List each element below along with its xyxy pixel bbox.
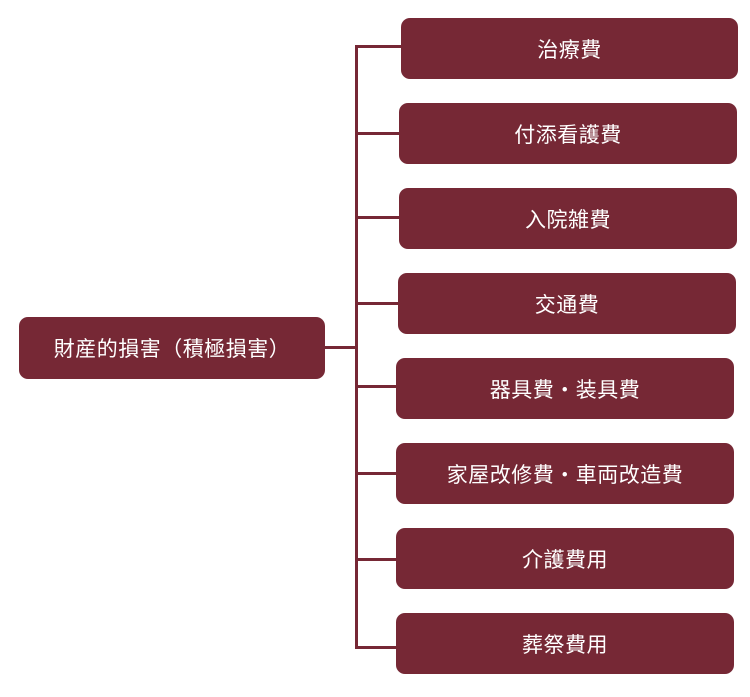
- root-connector: [325, 346, 357, 349]
- branch-node-label: 入院雑費: [525, 207, 611, 232]
- branch-node-label: 葬祭費用: [522, 632, 608, 657]
- branch-node-label: 家屋改修費・車両改造費: [446, 462, 684, 487]
- branch-connector: [355, 45, 402, 48]
- branch-node-renovation: 家屋改修費・車両改造費: [396, 443, 734, 504]
- branch-connector: [355, 216, 400, 219]
- branch-node-label: 交通費: [534, 292, 600, 317]
- branch-node-equipment: 器具費・装具費: [396, 358, 734, 419]
- branch-connector: [355, 646, 397, 649]
- branch-connector: [355, 558, 397, 561]
- branch-connector: [355, 302, 399, 305]
- branch-connector: [355, 385, 397, 388]
- root-node-label: 財産的損害（積極損害）: [53, 337, 291, 361]
- branch-node-transport: 交通費: [398, 273, 736, 334]
- branch-node-nursing: 付添看護費: [399, 103, 737, 164]
- branch-connector: [355, 472, 397, 475]
- root-node: 財産的損害（積極損害）: [19, 317, 325, 379]
- branch-node-label: 付添看護費: [514, 122, 622, 147]
- branch-node-label: 介護費用: [522, 547, 608, 572]
- branch-node-hospital-misc: 入院雑費: [399, 188, 737, 249]
- branch-node-care: 介護費用: [396, 528, 734, 589]
- branch-node-label: 治療費: [537, 37, 602, 62]
- branch-connector: [355, 132, 400, 135]
- branch-node-label: 器具費・装具費: [489, 377, 641, 402]
- trunk-connector: [355, 45, 358, 649]
- branch-node-funeral: 葬祭費用: [396, 613, 734, 674]
- branch-node-treatment: 治療費: [401, 18, 738, 79]
